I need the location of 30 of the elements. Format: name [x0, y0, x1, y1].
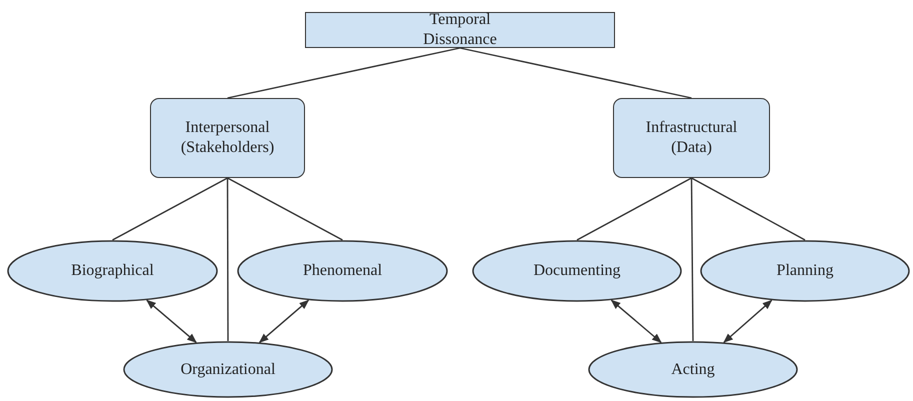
rounded-box	[613, 98, 770, 178]
node-label: Phenomenal	[302, 261, 382, 281]
ellipse-node	[588, 341, 798, 398]
connector-line	[691, 177, 806, 241]
node-label: Documenting	[533, 261, 621, 281]
double-arrow	[723, 300, 772, 343]
connector-line	[227, 177, 343, 241]
connector-line	[112, 177, 228, 241]
connector-line	[227, 47, 460, 99]
ellipse-node	[123, 341, 333, 398]
title-box	[305, 12, 615, 48]
node-label: Organizational	[180, 360, 276, 380]
ellipse-node	[700, 240, 910, 302]
connector-line	[690, 178, 694, 341]
connector-line	[576, 177, 692, 241]
node-label: Planning	[776, 261, 834, 281]
double-arrow	[146, 300, 197, 343]
node-label: Acting	[671, 360, 715, 380]
node-label: Interpersonal (Stakeholders)	[180, 118, 276, 158]
connector-line	[226, 178, 229, 341]
double-arrow	[610, 300, 662, 343]
node-label: Biographical	[71, 261, 154, 281]
node-label: Infrastructural (Data)	[644, 118, 738, 158]
node-label: Temporal Dissonance	[422, 10, 498, 50]
rounded-box	[150, 98, 305, 178]
connector-line	[460, 47, 692, 99]
ellipse-node	[7, 240, 218, 302]
ellipse-node	[237, 240, 448, 302]
double-arrow	[258, 300, 310, 343]
ellipse-node	[472, 240, 682, 302]
